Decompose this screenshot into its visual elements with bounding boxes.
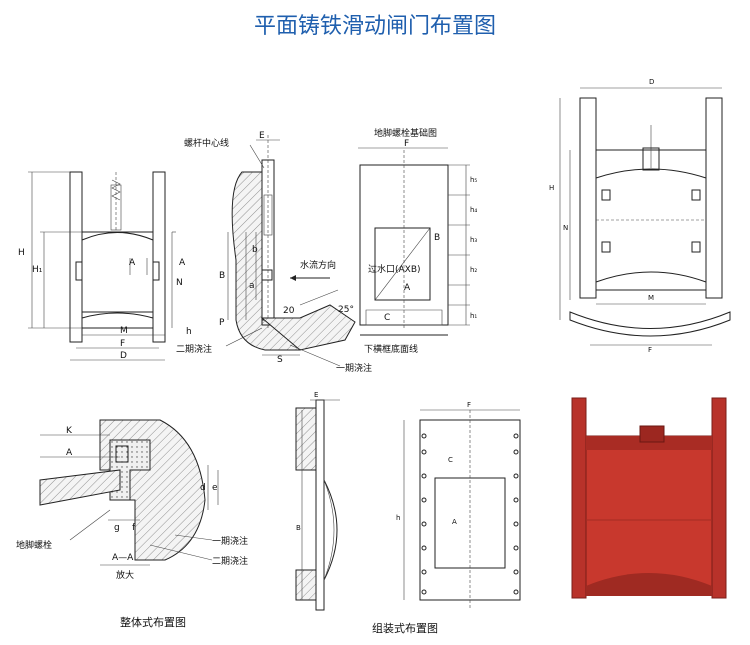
bottom-beam-line-label: 下横框底面线 [364,343,418,355]
gate-photo [571,397,727,599]
dim-A-small: A [452,518,457,526]
dim-N: N [176,278,183,288]
dim-A-foundation: A [404,283,411,293]
dim-M: M [120,326,128,336]
overflow-hole-label: 过水口(AXB) [368,263,421,275]
dim-F: F [120,339,125,349]
assembled-bolt-layout-drawing: F A C h [396,401,521,610]
dim-h3: h₃ [470,236,477,244]
dim-H: H [18,248,25,258]
section-aa-label: A—A [112,553,134,563]
assembled-layout-caption: 组装式布置图 [372,622,438,635]
screw-center-line-label: 螺杆中心线 [184,137,229,149]
bolt-holes-left [421,433,427,595]
dim-E: E [259,131,265,141]
anchor-bolt-foundation-label: 地脚螺栓基础图 [374,127,437,139]
angle-25: 25° [338,305,354,315]
dim-G-1: C [448,456,453,464]
section-aa-enlarged-drawing: K A d e g f 地脚螺栓 一期浇注 二期浇注 A—A 放大 [16,419,248,581]
dim-h-stack: h [396,514,400,522]
dim-h: h [186,327,192,337]
dim-B: B [219,271,225,281]
dim-C: C [384,313,390,323]
dim-h4: h₄ [470,206,477,214]
page-title: 平面铸铁滑动闸门布置图 [253,14,496,39]
dim-B-foundation: B [434,233,440,243]
dim-S: S [277,355,283,365]
dim-D-top: D [649,78,654,86]
dim-D: D [120,351,127,361]
section-mark-a-left: A [129,258,136,268]
dim-F-top: F [648,346,652,354]
dim-F-foundation: F [404,139,409,149]
dim-A-section: A [66,448,73,458]
dim-P: P [219,318,225,328]
dim-g: g [114,523,120,533]
dim-E-small: E [314,391,318,399]
side-section-drawing: E b a B P S 20 25° h 螺杆中心线 水流方向 二期浇注 一期浇… [176,131,372,374]
dim-N-top: N [563,224,568,232]
first-stage-pour-label-2: 一期浇注 [212,535,248,547]
dim-H1: H₁ [32,265,43,275]
bolt-holes-right [513,433,519,595]
assembled-side-section-drawing: E B [295,391,340,611]
dim-H-top: H [549,184,554,192]
assembled-gate-drawing-top: D H N M F [549,78,731,354]
dim-e: e [212,483,218,493]
dim-b: b [252,245,258,255]
second-stage-pour-label-1: 二期浇注 [176,343,212,355]
dim-20: 20 [283,306,295,316]
dim-M-top: M [648,294,654,302]
dim-h1: h₁ [470,312,477,320]
dim-B-small: B [296,524,301,532]
dim-d: d [200,483,206,493]
section-mark-a-right: A [179,258,186,268]
anchor-bolt-label: 地脚螺栓 [16,539,52,551]
dim-h5: h₅ [470,176,477,184]
dim-a: a [249,281,255,291]
dim-K: K [66,426,73,436]
water-flow-label: 水流方向 [300,259,336,271]
anchor-bolt-foundation-drawing: 地脚螺栓基础图 F h₅ h₄ h₃ h₂ h₁ 过水口(AXB) A B C … [358,127,477,355]
enlarged-label: 放大 [116,569,134,581]
first-stage-pour-label-1: 一期浇注 [336,362,372,374]
dim-h2: h₂ [470,266,477,274]
second-stage-pour-label-2: 二期浇注 [212,555,248,567]
overall-layout-caption: 整体式布置图 [120,616,186,629]
dim-F-small: F [467,401,471,409]
front-elevation-drawing: H H₁ N M F D A A [18,171,186,361]
dim-f: f [132,523,136,533]
